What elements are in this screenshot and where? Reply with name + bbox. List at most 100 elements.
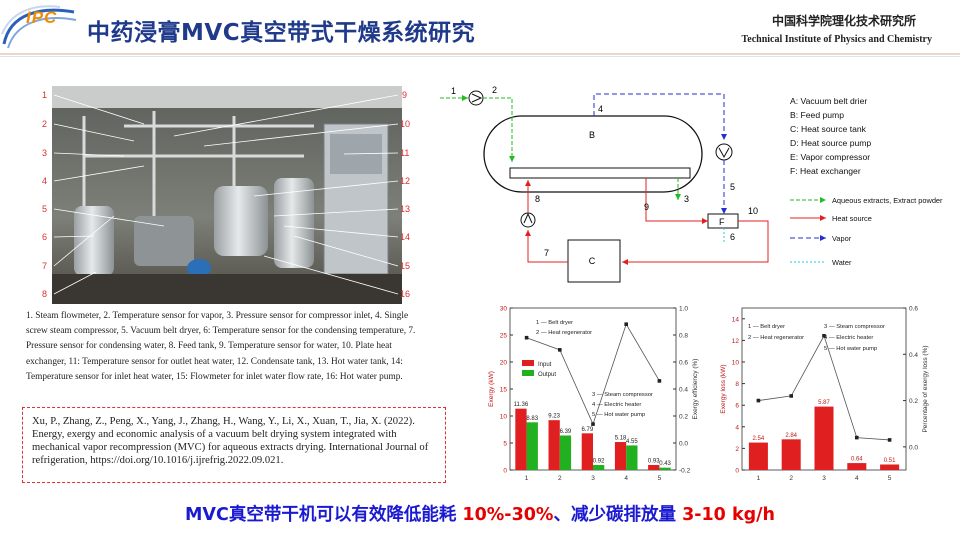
vessel-label: B — [589, 130, 595, 140]
photo-label: 4 — [42, 176, 47, 186]
x-tick-label: 1 — [525, 475, 529, 482]
exergy-chart: 051015202530-0.20.00.20.40.60.81.0Exergy… — [488, 306, 699, 483]
bar-value-label: 5.87 — [818, 400, 830, 406]
x-tick-label: 3 — [591, 475, 595, 482]
y-right-tick-label: 0.2 — [909, 398, 918, 405]
y-tick-label: 30 — [500, 306, 508, 313]
photo-label: 15 — [400, 261, 410, 271]
conclusion-middle: 、减少碳排放量 — [553, 505, 683, 525]
bar — [847, 463, 867, 470]
bar-value-label: 2.84 — [785, 433, 797, 439]
bar-value-label: 5.18 — [615, 436, 627, 442]
y-tick-label: 0 — [503, 468, 507, 475]
photo-label: 13 — [400, 204, 410, 214]
y-tick-label: 4 — [735, 424, 739, 431]
y-tick-label: 5 — [503, 441, 507, 448]
photo-label: 14 — [400, 232, 410, 242]
photo-label: 12 — [400, 176, 410, 186]
bar — [526, 422, 538, 470]
heat-exchanger-label: F — [719, 217, 725, 227]
legend-swatch — [522, 360, 534, 366]
header-divider — [0, 53, 960, 55]
stream-number: 1 — [451, 86, 456, 96]
y-tick-label: 6 — [735, 403, 739, 410]
stream-number: 7 — [544, 248, 549, 258]
y-tick-label: 14 — [732, 316, 740, 323]
vacuum-vessel — [483, 115, 703, 193]
x-tick-label: 4 — [855, 475, 859, 482]
y-right-axis-label: Exergy efficiency (%) — [692, 359, 699, 420]
component-key: 2 — Heat regenerator — [536, 330, 592, 336]
legend-label: Output — [538, 372, 556, 378]
flow-legend-label: Heat source — [832, 214, 872, 223]
photo-label: 7 — [42, 261, 47, 271]
line-point — [624, 322, 628, 326]
photo-caption: 1. Steam flowmeter, 2. Temperature senso… — [26, 311, 416, 382]
bar — [581, 433, 593, 470]
line-point — [822, 333, 826, 338]
header: IPC 中药浸膏MVC真空带式干燥系统研究 中国科学院理化技术研究所 Techn… — [0, 0, 960, 57]
stream-number: 6 — [730, 232, 735, 242]
y-tick-label: 0 — [735, 468, 739, 475]
system-schematic: B 1 2 3 4 5 F 6 9 10 C 7 8 A: Vacuum bel… — [440, 85, 943, 283]
y-tick-label: 25 — [500, 333, 508, 340]
line-point — [789, 394, 793, 398]
component-key: 1 — Belt dryer — [748, 324, 785, 330]
line-point — [524, 335, 529, 340]
y-right-tick-label: 0.6 — [679, 360, 688, 367]
bar — [515, 408, 527, 470]
y-axis-label: Exergy (kW) — [488, 371, 495, 407]
y-right-axis-label: Percentage of exergy loss (%) — [922, 345, 929, 432]
legend-swatch — [522, 370, 534, 376]
photo-label: 6 — [42, 232, 47, 242]
y-tick-label: 2 — [735, 446, 739, 453]
bar-value-label: 0.93 — [648, 458, 660, 464]
photo-label: 11 — [400, 148, 409, 158]
component-key: 5 — Hot water pump — [824, 346, 877, 352]
bar — [559, 435, 572, 470]
line-point — [756, 398, 761, 403]
y-right-tick-label: 0.2 — [679, 414, 688, 421]
photo-label: 2 — [42, 119, 47, 129]
equipment-photo: 1 2 3 4 5 6 7 8 9 10 11 12 13 14 15 16 — [42, 86, 410, 304]
stream-number: 9 — [644, 202, 649, 212]
stream-number: 5 — [730, 182, 735, 192]
legend-label: Input — [538, 362, 552, 368]
bar-value-label: 11.36 — [514, 402, 529, 408]
flow-legend: Aqueous extracts, Extract powder Heat so… — [790, 196, 943, 267]
stream-number: 10 — [748, 206, 758, 216]
conclusion-statement: MVC真空带干机可以有效降低能耗 10%-30%、减少碳排放量 3-10 kg/… — [0, 501, 960, 526]
photo-label: 8 — [42, 289, 47, 299]
legend-item: F: Heat exchanger — [790, 166, 861, 176]
line-point — [887, 438, 892, 442]
bar — [648, 464, 660, 470]
component-key: 1 — Belt dryer — [536, 320, 573, 326]
y-axis-label: Exergy loss (kW) — [720, 364, 727, 413]
y-tick-label: 20 — [500, 360, 508, 367]
bar-value-label: 0.43 — [659, 461, 671, 467]
component-key: 5 — Hot water pump — [592, 412, 645, 418]
heat-source-tank — [567, 239, 621, 283]
component-key: 3 — Steam compressor — [592, 392, 653, 398]
header-divider-secondary — [0, 56, 960, 57]
y-right-tick-label: 0.8 — [679, 333, 688, 340]
y-right-tick-label: -0.2 — [679, 468, 691, 475]
bar-value-label: 0.92 — [593, 459, 605, 465]
y-tick-label: 12 — [732, 338, 740, 345]
y-right-tick-label: 0.4 — [909, 352, 918, 359]
photo-label: 10 — [400, 119, 410, 129]
flow-legend-label: Vapor — [832, 234, 852, 243]
y-right-tick-label: 0.0 — [909, 444, 918, 451]
x-tick-label: 3 — [822, 475, 826, 482]
photo-right-labels: 9 10 11 12 13 14 15 16 — [400, 90, 410, 299]
x-tick-label: 2 — [789, 475, 793, 482]
photo-label: 3 — [42, 148, 47, 158]
bar — [748, 442, 768, 470]
y-tick-label: 15 — [500, 387, 508, 394]
legend-item: D: Heat source pump — [790, 138, 871, 148]
bar-value-label: 8.83 — [526, 416, 538, 422]
legend-item: E: Vapor compressor — [790, 152, 870, 162]
bar — [880, 464, 900, 470]
photo-label: 5 — [42, 204, 47, 214]
y-right-tick-label: 0.6 — [909, 306, 918, 313]
